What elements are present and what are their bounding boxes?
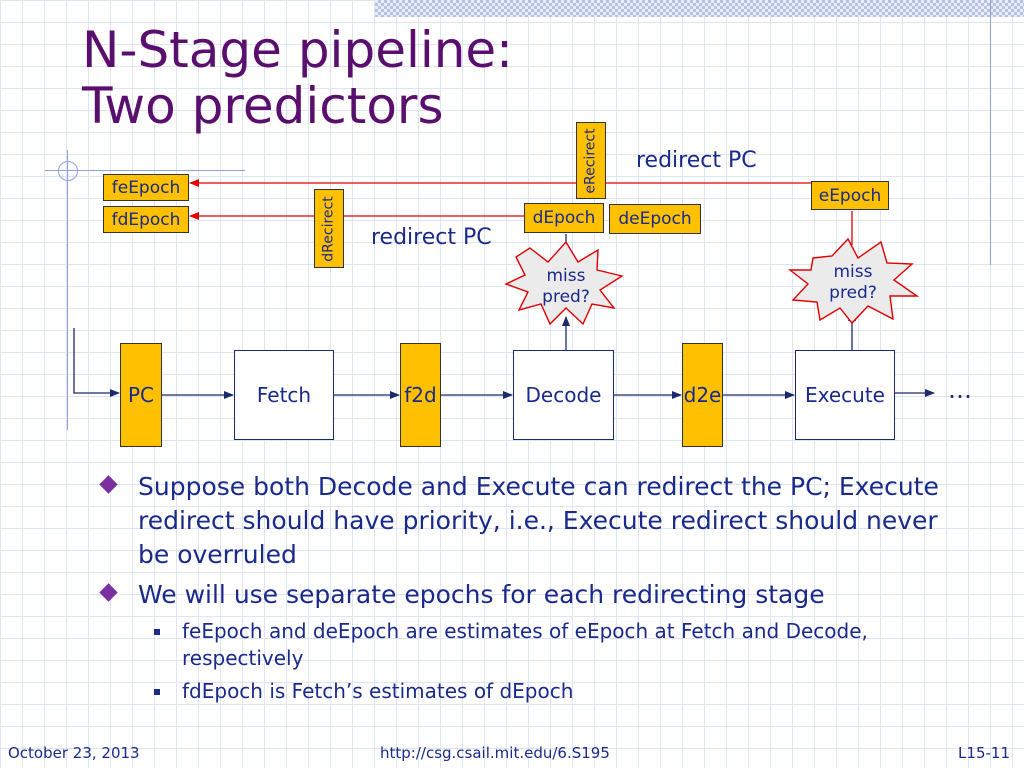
footer-url[interactable]: http://csg.csail.mit.edu/6.S195 — [380, 744, 610, 762]
decorative-rule-vertical — [67, 150, 68, 430]
erecirect-label: eRecirect — [583, 127, 600, 194]
depoch-register: dEpoch — [524, 203, 604, 233]
footer-slide-number: L15-11 — [958, 744, 1010, 762]
decode-mispredict-line-2: pred? — [542, 287, 590, 307]
execute-stage: Execute — [795, 350, 895, 440]
sub-bullet-text: fdEpoch is Fetch’s estimates of dEpoch — [182, 679, 574, 703]
execute-mispredict-line-2: pred? — [829, 283, 877, 303]
feepoch-register: feEpoch — [103, 174, 189, 201]
deepoch-register: deEpoch — [609, 204, 701, 234]
fdepoch-register: fdEpoch — [103, 206, 189, 233]
bullet-text: We will use separate epochs for each red… — [138, 580, 825, 609]
drecirect-register: dRecirect — [314, 189, 344, 268]
decorative-rule-right — [990, 0, 991, 265]
decorative-rule-horizontal — [45, 170, 245, 171]
bullet-item: Suppose both Decode and Execute can redi… — [99, 470, 960, 572]
slide-title: N-Stage pipeline: Two predictors — [82, 22, 513, 134]
bullet-item: We will use separate epochs for each red… — [99, 578, 960, 612]
footer-date: October 23, 2013 — [8, 744, 140, 762]
slide-title-line-2: Two predictors — [82, 77, 444, 135]
sub-bullet-item: fdEpoch is Fetch’s estimates of dEpoch — [100, 678, 960, 705]
sub-bullet-text: feEpoch and deEpoch are estimates of eEp… — [182, 619, 868, 670]
decode-mispredict-burst — [504, 240, 624, 326]
slide-title-line-1: N-Stage pipeline: — [82, 21, 514, 79]
diamond-bullet-icon — [99, 583, 118, 602]
sub-bullet-item: feEpoch and deEpoch are estimates of eEp… — [100, 618, 960, 672]
fetch-stage: Fetch — [234, 350, 334, 440]
decode-stage: Decode — [513, 350, 614, 440]
decode-mispredict-text: miss pred? — [530, 266, 602, 308]
erecirect-register: eRecirect — [576, 122, 606, 199]
execute-mispredict-burst — [787, 237, 920, 325]
eepoch-register: eEpoch — [811, 181, 889, 210]
d2e-fifo: d2e — [682, 343, 723, 447]
bullet-text: Suppose both Decode and Execute can redi… — [138, 472, 939, 569]
pipeline-continuation: … — [948, 376, 972, 404]
pc-register: PC — [120, 343, 162, 447]
decode-mispredict-line-1: miss — [546, 266, 586, 286]
execute-mispredict-line-1: miss — [833, 262, 873, 282]
decode-redirect-label: redirect PC — [371, 225, 492, 250]
decorative-circle — [58, 161, 78, 181]
bullet-list: Suppose both Decode and Execute can redi… — [99, 470, 960, 711]
pc-feedback-arrow — [73, 328, 120, 397]
header-pattern-band — [375, 0, 1024, 17]
f2d-fifo: f2d — [400, 343, 441, 447]
diamond-bullet-icon — [99, 475, 118, 494]
square-bullet-icon — [154, 689, 160, 695]
square-bullet-icon — [154, 629, 160, 635]
drecirect-label: dRecirect — [321, 195, 337, 262]
execute-mispredict-text: miss pred? — [815, 262, 891, 304]
execute-redirect-label: redirect PC — [636, 148, 757, 173]
